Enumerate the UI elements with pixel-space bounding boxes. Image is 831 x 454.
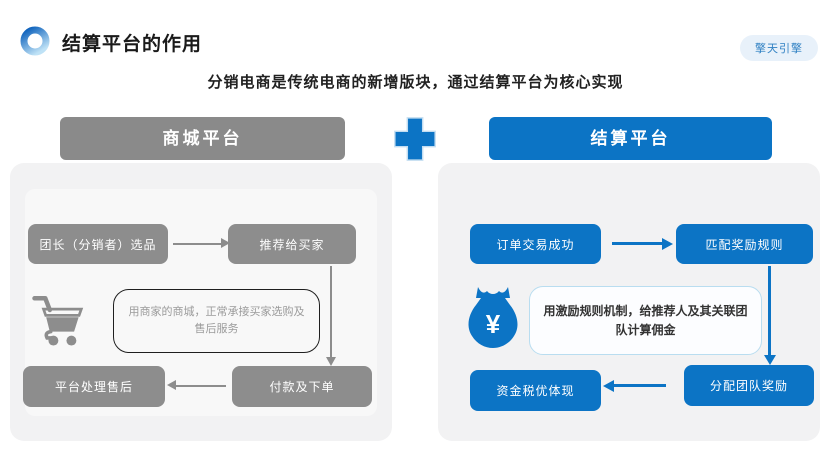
brand-badge: 擎天引擎 xyxy=(740,35,818,61)
arrow-order-to-match xyxy=(612,238,673,250)
node-distribute-reward: 分配团队奖励 xyxy=(684,365,814,406)
node-recommend-buyer: 推荐给买家 xyxy=(228,224,356,264)
arrow-select-to-recommend xyxy=(173,238,230,248)
node-pay-order: 付款及下单 xyxy=(232,366,372,407)
yuan-symbol: ¥ xyxy=(486,309,501,339)
arrow-recommend-to-pay xyxy=(326,266,336,366)
node-fund-tax: 资金税优体现 xyxy=(470,370,601,411)
arrow-pay-to-aftersale xyxy=(167,380,226,390)
left-panel-title: 商城平台 xyxy=(60,117,345,160)
node-platform-aftersale: 平台处理售后 xyxy=(23,366,165,407)
arrow-match-to-distribute xyxy=(764,266,776,365)
node-leader-select: 团长（分销者）选品 xyxy=(28,224,168,264)
logo-ring-icon xyxy=(20,26,50,56)
node-match-reward: 匹配奖励规则 xyxy=(676,224,813,264)
plus-icon xyxy=(391,114,439,164)
left-note: 用商家的商城，正常承接买家选购及售后服务 xyxy=(113,289,320,353)
money-bag-icon: ¥ xyxy=(464,286,522,352)
arrow-distribute-to-fund xyxy=(603,380,666,392)
node-order-success: 订单交易成功 xyxy=(470,224,601,264)
shopping-cart-icon xyxy=(30,291,84,347)
right-note: 用激励规则机制，给推荐人及其关联团队计算佣金 xyxy=(529,286,762,355)
slide-subtitle: 分销电商是传统电商的新增版块，通过结算平台为核心实现 xyxy=(207,74,624,91)
right-panel-title: 结算平台 xyxy=(489,117,772,160)
page-title: 结算平台的作用 xyxy=(62,34,203,55)
